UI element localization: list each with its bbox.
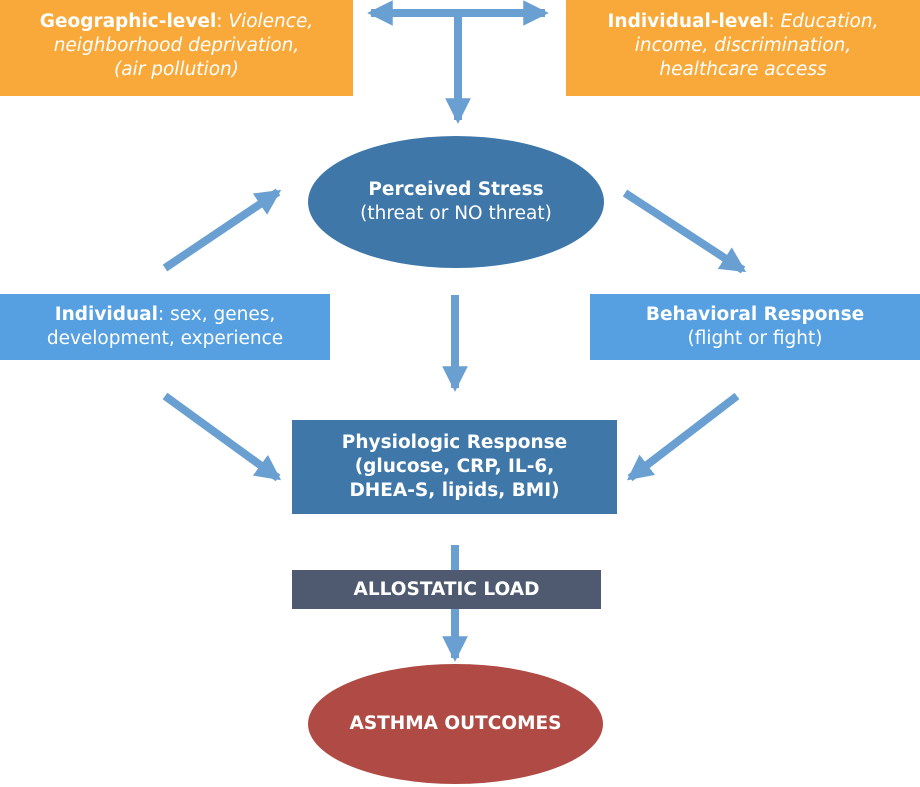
arrow-stress-to-behavioral <box>622 189 747 274</box>
behavioral-response-box: Behavioral Response (flight or fight) <box>590 294 920 360</box>
individual-line-1-rest: : sex, genes, <box>158 304 276 325</box>
individual-level-line-2: income, discrimination, <box>634 35 852 56</box>
individual-level-line-1-rest: Education, <box>780 11 879 32</box>
asthma-outcomes-node: ASTHMA OUTCOMES <box>308 664 603 784</box>
physiologic-response-box: Physiologic Response (glucose, CRP, IL-6… <box>292 420 617 514</box>
geographic-title: Geographic-level <box>39 11 217 32</box>
individual-box: Individual: sex, genes, development, exp… <box>0 294 330 360</box>
allostatic-load-box: ALLOSTATIC LOAD <box>292 570 601 609</box>
geographic-level-box: Geographic-level: Violence, neighborhood… <box>0 0 353 96</box>
perceived-stress-title: Perceived Stress <box>368 179 544 200</box>
geographic-line-3: (air pollution) <box>114 59 239 80</box>
geographic-line-1: Geographic-level: Violence, <box>40 10 313 34</box>
individual-level-line-1: Individual-level: Education, <box>608 10 879 34</box>
individual-level-separator: : <box>768 11 781 32</box>
perceived-stress-subtitle: (threat or NO threat) <box>360 203 552 224</box>
arrow-behavioral-to-physiologic <box>626 392 740 482</box>
physiologic-line-2: (glucose, CRP, IL-6, <box>354 456 555 477</box>
individual-line-2: development, experience <box>46 328 284 349</box>
geographic-line-1-rest: Violence, <box>228 11 314 32</box>
physiologic-line-3: DHEA-S, lipids, BMI) <box>349 480 560 501</box>
behavioral-title: Behavioral Response <box>645 304 865 325</box>
allostatic-load-label: ALLOSTATIC LOAD <box>353 578 540 600</box>
geographic-line-2: neighborhood deprivation, <box>53 35 300 56</box>
asthma-outcomes-label: ASTHMA OUTCOMES <box>349 713 562 734</box>
individual-line-1: Individual: sex, genes, <box>55 303 276 327</box>
individual-level-line-3: healthcare access <box>659 59 827 80</box>
physiologic-title: Physiologic Response <box>341 432 568 453</box>
arrow-individual-to-stress <box>162 188 282 272</box>
perceived-stress-node: Perceived Stress (threat or NO threat) <box>308 136 604 268</box>
geographic-separator: : <box>216 11 229 32</box>
behavioral-subtitle: (flight or fight) <box>687 328 823 349</box>
individual-level-title: Individual-level <box>607 11 769 32</box>
arrow-individual-to-physiologic <box>162 392 282 482</box>
individual-title: Individual <box>54 304 158 325</box>
individual-level-box: Individual-level: Education, income, dis… <box>566 0 920 96</box>
